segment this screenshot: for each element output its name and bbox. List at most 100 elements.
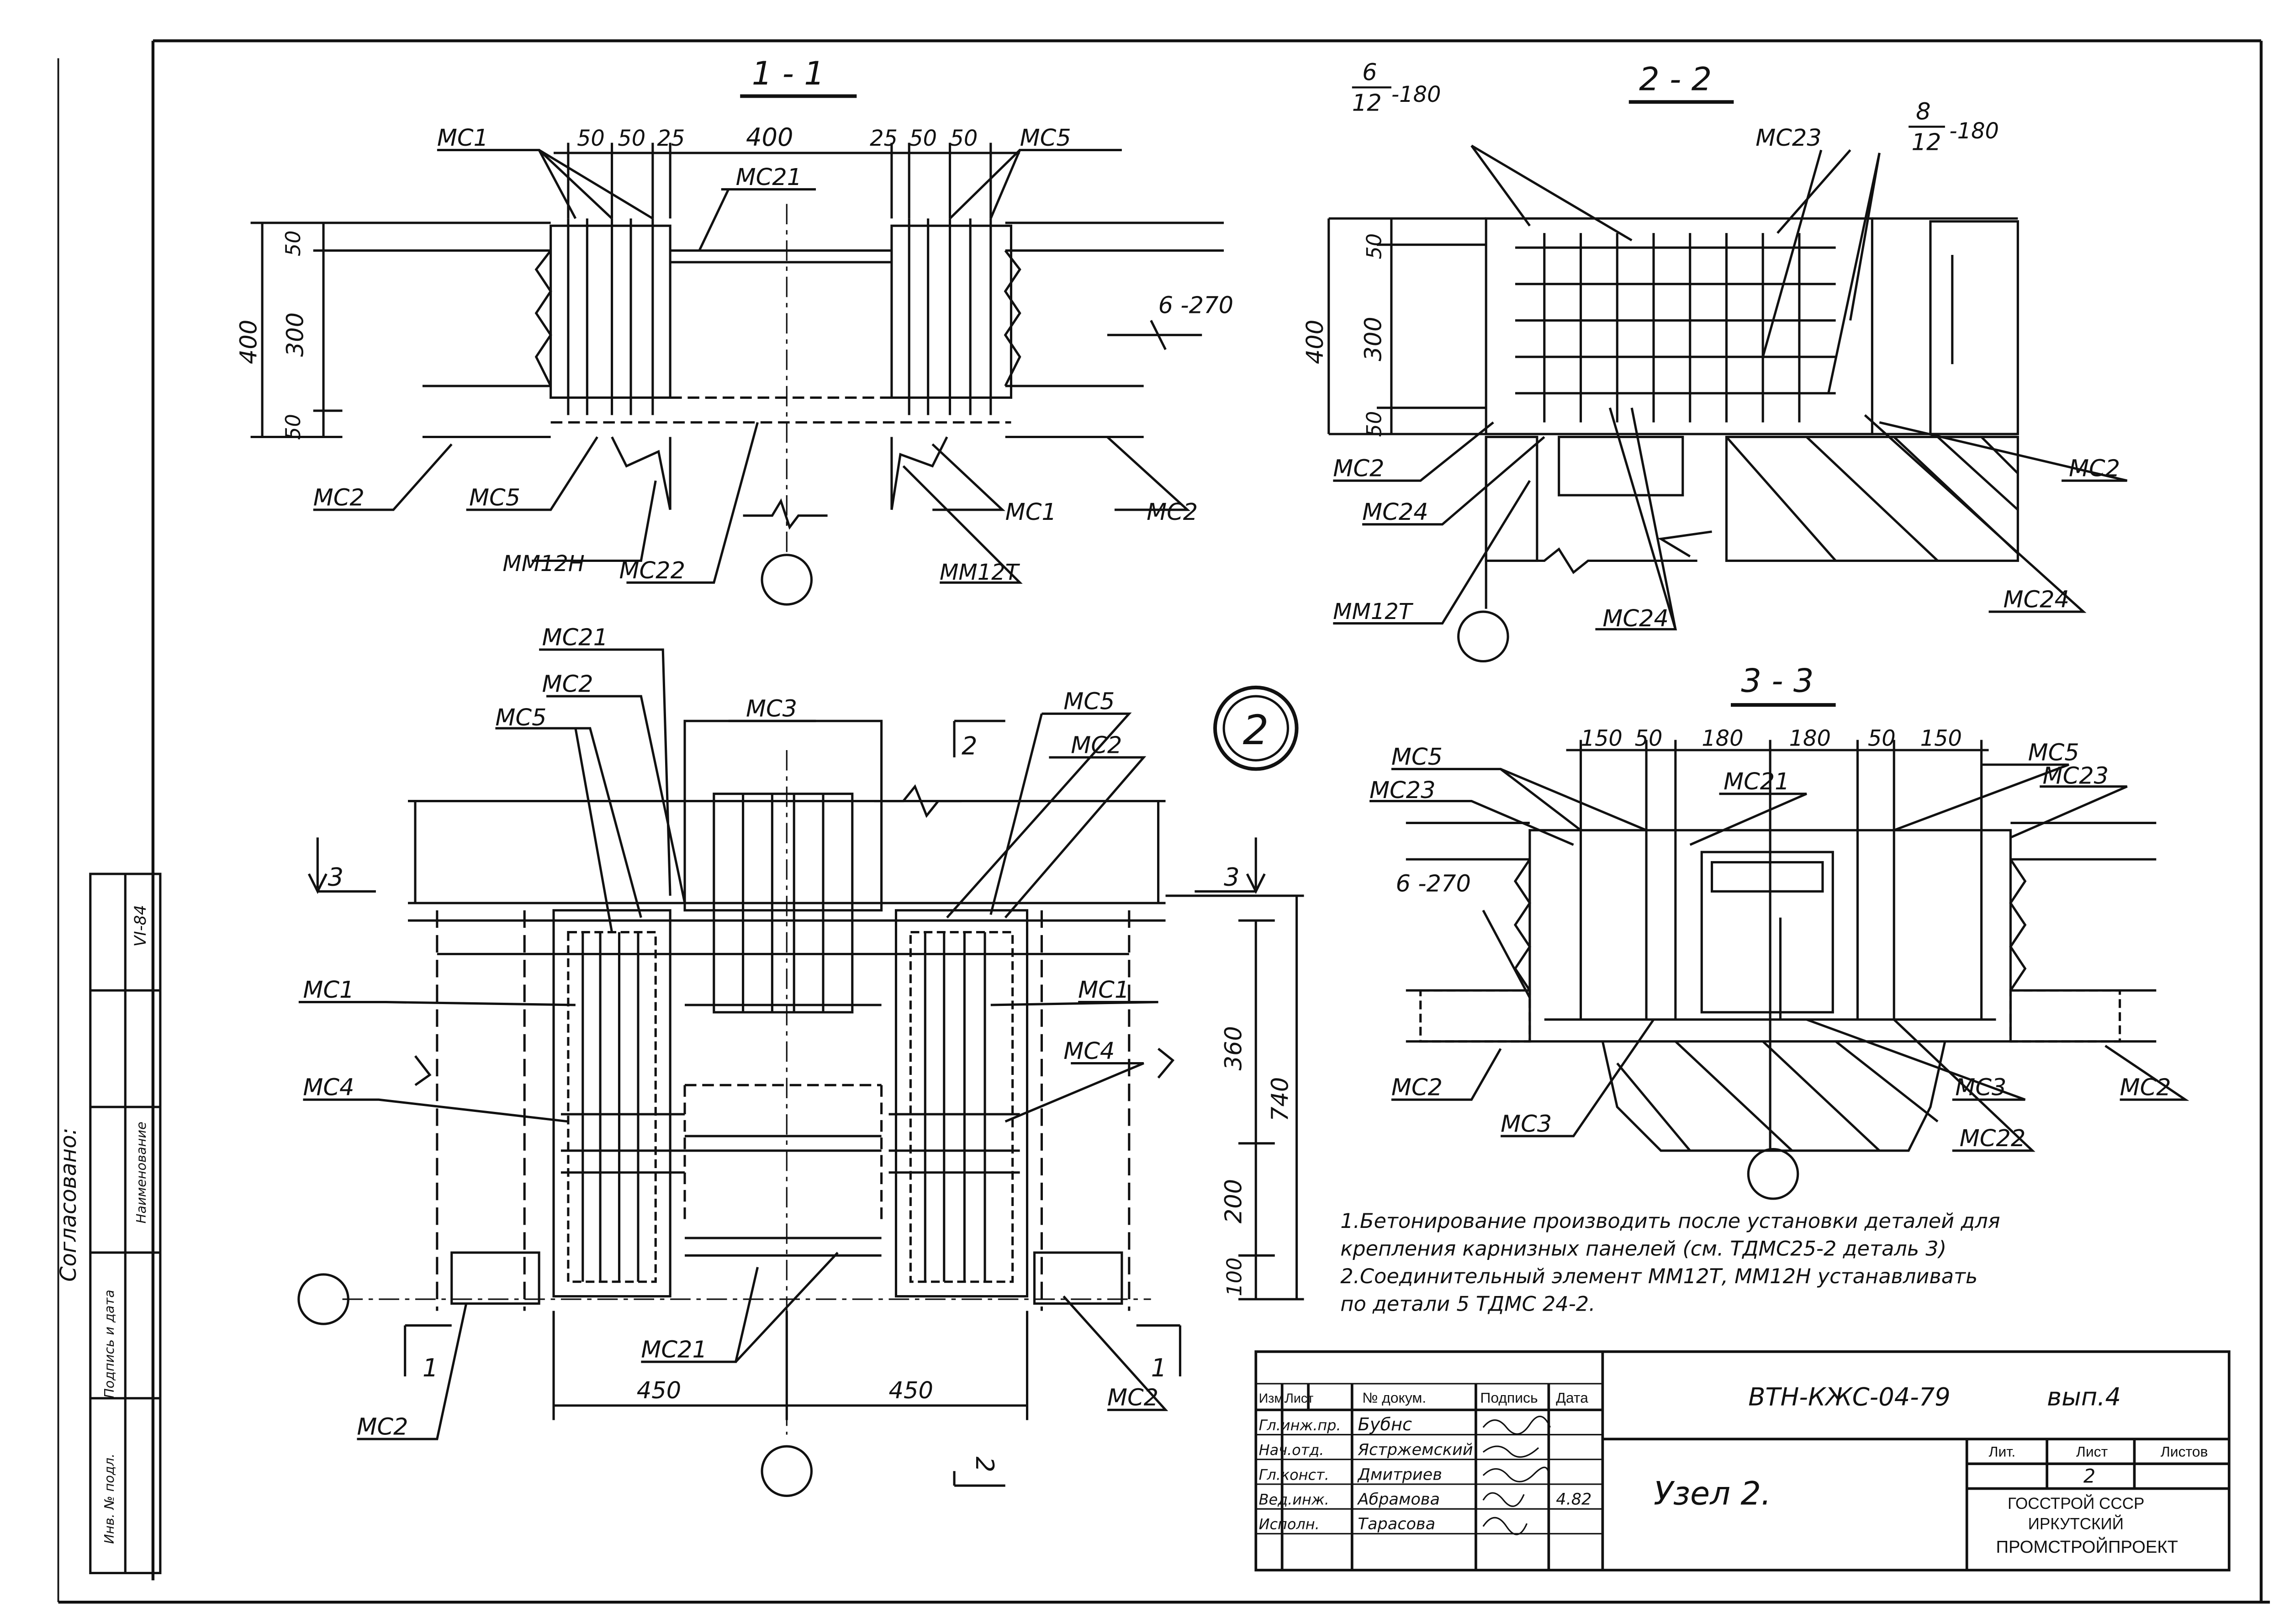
label-plan-mc3: МС3 — [746, 696, 797, 723]
label-s11-mc22: МС22 — [619, 557, 686, 584]
dim-s11-50-d: 50 — [950, 126, 978, 151]
section-2-2: 2 - 2 — [1302, 59, 2128, 663]
approval-strip: Согласовано: VI-84 Наименование Подпись … — [56, 873, 162, 1574]
dim-plan-740: 740 — [1267, 1077, 1294, 1121]
cut-2-top: 2 — [962, 732, 978, 761]
dim-s22-50-top: 50 — [1363, 233, 1386, 259]
tb-hdr-sign: Подпись — [1480, 1389, 1538, 1406]
cut-3-left: 3 — [328, 863, 344, 892]
tb-name-4: Абрамова — [1357, 1490, 1440, 1509]
tb-role-4: Вед.инж. — [1259, 1491, 1329, 1508]
section-2-2-title: 2 - 2 — [1639, 61, 1712, 98]
tb-doc-code: ВТН-КЖС-04-79 — [1748, 1383, 1950, 1412]
label-s11-mc5-top: МС5 — [1020, 125, 1071, 152]
dim-s33-150-left: 150 — [1581, 726, 1623, 751]
note-line-4: по детали 5 ТДМС 24-2. — [1340, 1292, 1595, 1316]
tb-role-5: Исполн. — [1259, 1516, 1320, 1533]
label-s22-mm12t: ММ12Т — [1333, 599, 1413, 624]
note-line-1: 1.Бетонирование производить после устано… — [1340, 1209, 2000, 1233]
label-plan-mc4-right: МС4 — [1063, 1038, 1115, 1065]
dim-plan-360: 360 — [1220, 1026, 1247, 1070]
tb-date-value: 4.82 — [1556, 1490, 1591, 1509]
cut-3-right: 3 — [1224, 863, 1240, 892]
dim-s22-50-bot: 50 — [1363, 411, 1386, 437]
label-plan-mc2-br: МС2 — [1107, 1385, 1158, 1412]
section-3-3-title: 3 - 3 — [1741, 662, 1813, 699]
label-s11-mc5-bottom: МС5 — [469, 484, 520, 511]
rebar-s22-left-num: 6 — [1362, 59, 1377, 86]
dim-s11-300: 300 — [282, 312, 309, 357]
rebar-s22-left-len: -180 — [1391, 82, 1441, 107]
cut-1-right: 1 — [1151, 1354, 1167, 1382]
label-plan-mc21-top: МС21 — [542, 624, 608, 651]
tb-hdr-list: Лист — [1285, 1391, 1313, 1406]
note-line-2: крепления карнизных панелей (см. ТДМС25-… — [1340, 1237, 1946, 1260]
signatures — [1482, 1415, 1551, 1535]
label-s11-mc21: МС21 — [736, 164, 802, 191]
approval-row-name: Наименование — [133, 1121, 149, 1223]
tb-org-1: ГОССТРОЙ СССР — [2008, 1494, 2144, 1513]
dim-s33-180-a: 180 — [1702, 726, 1743, 751]
cut-1-left: 1 — [423, 1354, 439, 1382]
label-s33-pipe: 6 -270 — [1396, 870, 1470, 897]
label-plan-mc2-right: МС2 — [1071, 732, 1122, 759]
tb-lit-label: Лит. — [1989, 1443, 2016, 1460]
tb-sheet-label: Лист — [2076, 1443, 2108, 1460]
label-plan-mc21-bottom: МС21 — [641, 1337, 707, 1364]
label-s33-mc5-left: МС5 — [1391, 744, 1443, 771]
tb-title: Узел 2. — [1654, 1475, 1771, 1513]
dim-s11-400: 400 — [746, 123, 793, 152]
label-plan-mc2-top: МС2 — [542, 671, 593, 698]
approval-title: Согласовано: — [56, 1127, 81, 1281]
note-line-3: 2.Соединительный элемент ММ12Т, ММ12Н ус… — [1340, 1264, 1977, 1288]
dim-s11-50-v2: 50 — [281, 414, 305, 440]
label-s11-mm12t: ММ12Т — [940, 560, 1020, 585]
label-s22-mc24-mid: МС24 — [1602, 605, 1669, 632]
label-s11-pipe: 6 -270 — [1158, 292, 1233, 319]
tb-sheets-label: Листов — [2161, 1443, 2208, 1460]
label-plan-mc5-left: МС5 — [495, 704, 546, 731]
tb-name-1: Бубнс — [1358, 1414, 1412, 1435]
label-s33-mc2-left: МС2 — [1391, 1074, 1443, 1101]
dim-s11-50-b: 50 — [618, 126, 645, 151]
dim-s11-50-a: 50 — [577, 126, 605, 151]
tb-org-2: ИРКУТСКИЙ — [2028, 1515, 2124, 1533]
dim-plan-450-left: 450 — [637, 1377, 681, 1404]
dim-plan-100: 100 — [1222, 1257, 1246, 1296]
label-s11-mc2-left: МС2 — [313, 484, 365, 511]
approval-row-sign: Подпись и дата — [101, 1290, 117, 1398]
label-plan-mc2-bl: МС2 — [357, 1414, 408, 1441]
label-s33-mc3-left: МС3 — [1501, 1111, 1552, 1137]
tb-role-2: Нач.отд. — [1259, 1441, 1324, 1459]
tb-name-2: Ястржемский — [1358, 1440, 1473, 1459]
tb-issue: вып.4 — [2047, 1383, 2121, 1412]
plan-view: 450 450 360 200 100 740 2 2 3 3 1 1 МС21… — [297, 624, 1304, 1497]
tb-hdr-doc: № докум. — [1362, 1389, 1426, 1406]
title-block: Изм. Лист № докум. Подпись Дата Гл.инж.п… — [1254, 1350, 2231, 1571]
label-s22-mc23: МС23 — [1755, 125, 1822, 152]
dim-s33-150-right: 150 — [1920, 726, 1962, 751]
label-plan-mc1-right: МС1 — [1078, 977, 1129, 1004]
dim-s33-50-left: 50 — [1635, 726, 1663, 751]
rebar-s22-right-den: 12 — [1912, 129, 1941, 156]
dim-s22-300: 300 — [1360, 317, 1387, 361]
label-s33-mc23-right: МС23 — [2043, 762, 2109, 789]
label-s33-mc23-left: МС23 — [1369, 777, 1436, 804]
label-s22-mc2-left: МС2 — [1333, 455, 1384, 482]
approval-row-inv: Инв. № подл. — [101, 1454, 117, 1544]
rebar-s22-left-den: 12 — [1352, 90, 1382, 116]
tb-name-3: Дмитриев — [1357, 1465, 1442, 1484]
label-plan-mc1-left: МС1 — [303, 977, 354, 1004]
tb-org-3: ПРОМСТРОЙПРОЕКТ — [1996, 1536, 2178, 1557]
dim-s11-25-b: 25 — [870, 126, 898, 151]
label-s22-mc24-left: МС24 — [1362, 499, 1428, 526]
dim-s11-400-v: 400 — [235, 320, 262, 364]
section-3-3: 3 - 3 — [1369, 662, 2189, 1200]
label-s22-mc2-right: МС2 — [2069, 455, 2120, 482]
dim-s22-400: 400 — [1302, 320, 1329, 364]
node-number: 2 — [1243, 707, 1269, 754]
tb-hdr-izm: Изм. — [1259, 1391, 1287, 1406]
tb-sheet-value: 2 — [2083, 1465, 2095, 1487]
rebar-s22-right-num: 8 — [1916, 98, 1930, 125]
